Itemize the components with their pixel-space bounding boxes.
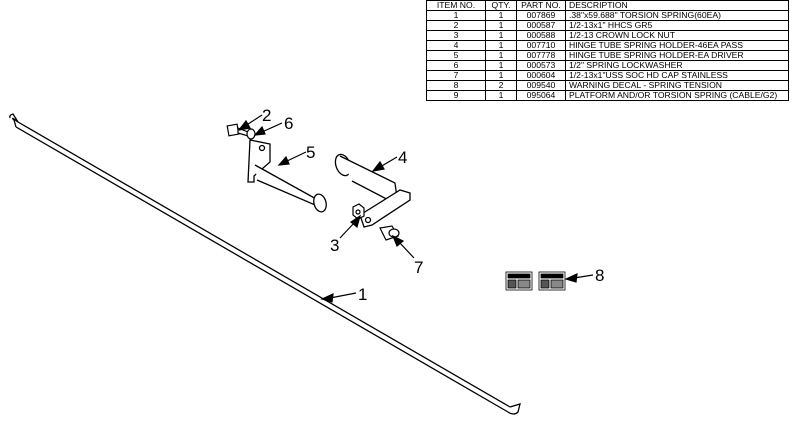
callout-1: 1 [358,285,367,304]
warning-decals [505,271,566,291]
bom-header-part-no: PART NO. [516,0,566,11]
bom-header-qty: QTY. [485,0,517,11]
bom-header-item-no: ITEM NO. [426,0,486,11]
crown-lock-nut [352,203,365,220]
leader-lines [237,114,594,303]
spring-holder-driver [247,139,327,213]
bom-header-row: ITEM NO. QTY. PART NO. DESCRIPTION [426,0,789,11]
callout-6: 6 [284,114,293,133]
callout-5: 5 [306,143,315,162]
bom-header-description: DESCRIPTION [565,0,789,11]
callout-2: 2 [262,106,271,125]
callout-3: 3 [330,236,339,255]
callout-4: 4 [398,148,407,167]
lock-washer [246,128,256,140]
torsion-spring-rod [9,113,521,415]
spring-holder-passenger [334,153,411,228]
callout-8: 8 [595,266,604,285]
callout-7: 7 [414,258,423,277]
